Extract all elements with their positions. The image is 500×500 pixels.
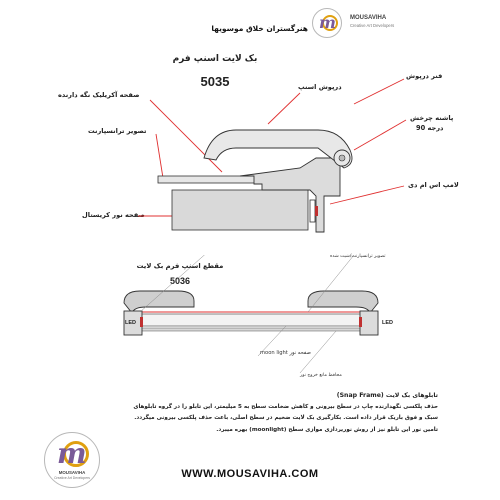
leader-section-back (299, 330, 337, 374)
label-led-lamp: لامپ اس ام دی (408, 181, 459, 189)
header-logo: m (312, 8, 342, 38)
label-acrylic-holder: صفحه آکریلیک نگه دارنده (58, 91, 140, 99)
crystal-light-plate (171, 189, 309, 231)
section-label-moonlight: صفحه نور moon light (260, 350, 311, 356)
footer-brand: MOUSAVIHA (58, 470, 86, 475)
label-latch-spring: فنر درپوش (406, 72, 443, 80)
leader-hinge (353, 119, 407, 151)
section-label-transparent: تصویر ترانسپارنت/شیت شده (330, 254, 386, 259)
footer-logo-ring (63, 441, 89, 467)
hinge-pin (338, 154, 346, 162)
description-line-2: سبک و فوق باریک قرار داده است. بکارگیری … (134, 415, 438, 422)
label-hinge-line2: 90 درجه (416, 124, 444, 132)
header-logo-letter: m (319, 13, 336, 32)
leader-lines (138, 78, 407, 217)
leader-latch-spring (353, 78, 405, 105)
acrylic-sheet (157, 175, 259, 184)
section-light-plate (139, 313, 363, 327)
description-line-1: حذف پلکسی نگهدارنده چاپ در سطح بیرونی و … (133, 403, 438, 410)
footer-logo: m MOUSAVIHA Creative Art Developers (44, 432, 100, 488)
product-title: بک لایت اسنپ فرم (172, 54, 258, 64)
label-transparent-image: تصویر ترانسپارنت (88, 127, 147, 135)
leader-section-diag (139, 255, 205, 313)
header-persian-title: هنرگستران خلاق موسویها (211, 24, 308, 33)
description-line-3: تامین نور این تابلو نیز از روش نوریردازی… (216, 426, 438, 433)
section-back-panel (139, 327, 363, 332)
section-title: مقطع اسنپ فرم بک لایت (136, 262, 224, 270)
section-led-left: LED (125, 320, 136, 326)
section-led-right: LED (382, 320, 393, 326)
leader-snap-latch (267, 92, 301, 125)
led-chip (315, 206, 318, 216)
leader-section-transparent (307, 255, 355, 313)
snap-latch-profile (203, 129, 353, 169)
leader-led-lamp (329, 185, 405, 205)
leader-section-moonlight (257, 325, 287, 357)
section-label-back-panel: محافظ مانع خروج نور (300, 373, 342, 378)
label-snap-latch: درپوش اسنپ (298, 83, 342, 91)
footer-logo-letter: m (57, 437, 87, 470)
section-right-frame (307, 290, 379, 336)
section-left-frame (123, 290, 195, 336)
led-lamp (309, 199, 316, 223)
leader-transparent-image (155, 133, 164, 179)
footer-tagline: Creative Art Developers (54, 476, 90, 480)
header-tagline: Creative Art Developers (350, 23, 395, 28)
description-block: تابلوهای بک لایت (Snap Frame) حذف پلکسی … (40, 391, 438, 437)
section-model: 5036 (169, 276, 191, 286)
section-drawing (123, 255, 379, 374)
label-hinge-line1: پاشنه چرخش (410, 114, 454, 122)
leader-acrylic-holder (149, 99, 223, 173)
profile-drawing (138, 78, 407, 233)
label-crystal-light-plate: صفحه نور کریستال (82, 211, 145, 219)
description-heading: تابلوهای بک لایت (Snap Frame) (336, 392, 438, 399)
header-brand: MOUSAVIHA (350, 15, 387, 21)
header-logo-ring (322, 15, 338, 31)
product-model: 5035 (200, 74, 230, 89)
base-profile (239, 157, 341, 233)
footer-website[interactable]: WWW.MOUSAVIHA.COM (181, 468, 319, 480)
